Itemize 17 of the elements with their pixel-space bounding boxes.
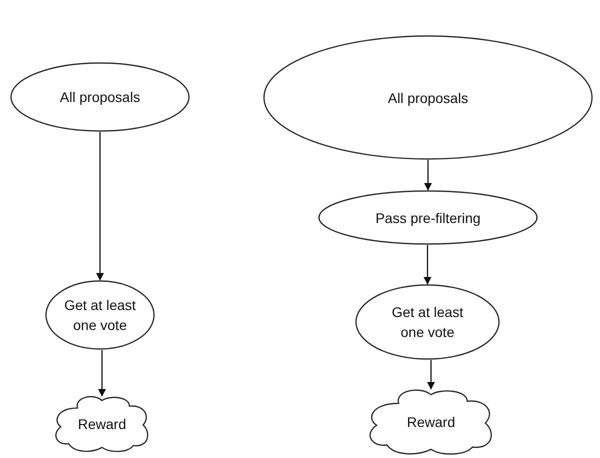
ellipse-node [355, 284, 500, 360]
arrow [96, 132, 104, 281]
node-label: Pass pre-filtering [375, 208, 481, 228]
node-label: Get at least one vote [63, 296, 137, 335]
node-label: All proposals [388, 88, 468, 108]
ellipse-node [263, 35, 593, 160]
arrow [424, 160, 432, 191]
ellipse-node [10, 62, 190, 132]
node-label: All proposals [60, 88, 140, 107]
node-label: Reward [406, 413, 456, 432]
ellipse-node [45, 280, 155, 350]
arrow [98, 350, 106, 397]
node-label: Reward [78, 415, 126, 434]
arrow [424, 245, 432, 285]
ellipse-node [318, 190, 538, 245]
node-label: Get at least one vote [390, 303, 464, 342]
arrow [427, 360, 435, 390]
